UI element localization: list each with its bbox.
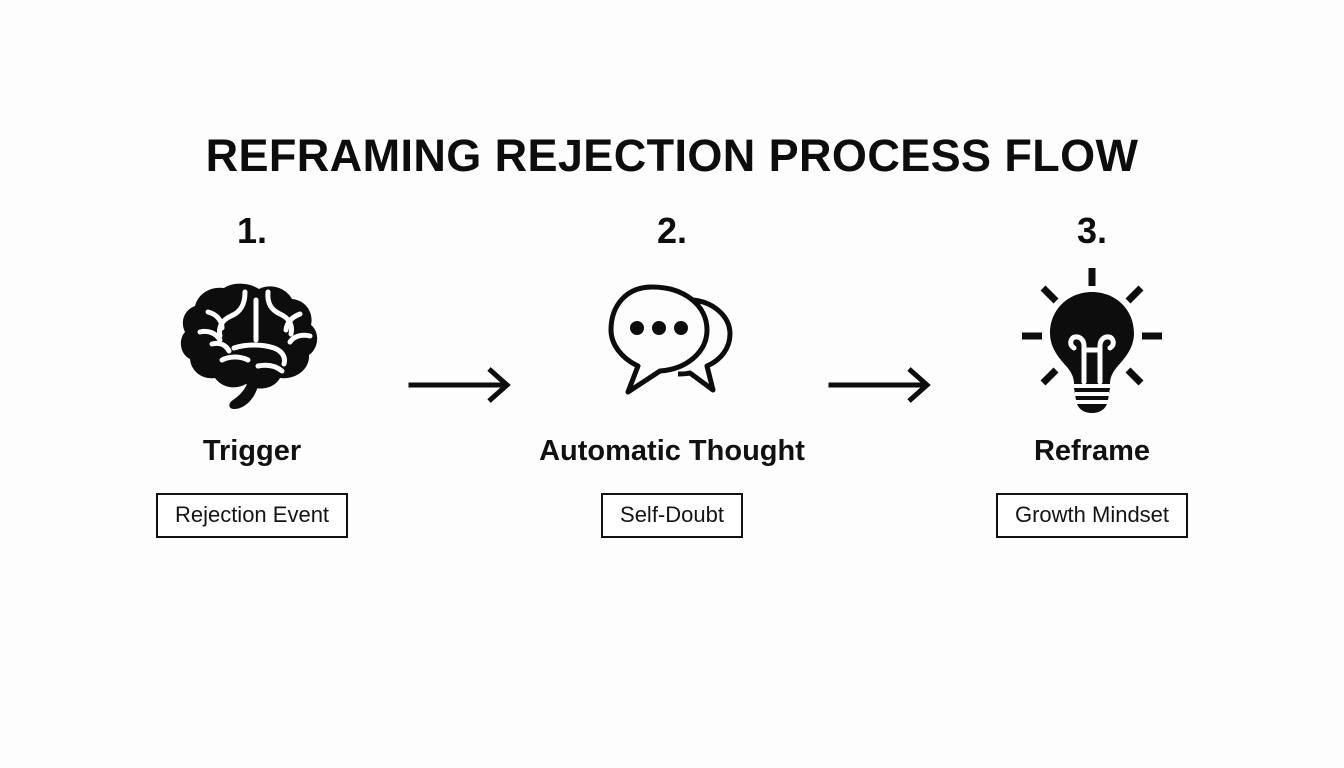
step-label: Automatic Thought [539,435,805,467]
process-step-trigger: 1. [112,211,392,538]
step-number: 3. [1076,210,1108,251]
process-flow-row: 1. [0,211,1344,538]
step-number: 2. [656,210,688,251]
lightbulb-icon [1002,265,1182,415]
connector-1 [392,211,532,407]
step-chip: Self-Doubt [601,493,743,538]
step-label: Reframe [1033,435,1151,467]
step-number: 1. [236,210,268,251]
connector-2 [812,211,952,407]
speech-bubbles-icon [582,265,762,415]
arrow-right-icon [827,363,937,407]
page-title: REFRAMING REJECTION PROCESS FLOW [205,130,1139,181]
process-step-reframe: 3. [952,211,1232,538]
step-label: Trigger [202,435,302,467]
arrow-right-icon [407,363,517,407]
step-chip: Growth Mindset [995,493,1189,538]
brain-icon [162,265,342,415]
step-chip: Rejection Event [155,493,349,538]
process-step-automatic-thought: 2. Automatic Thought Self-Doubt [532,211,812,538]
